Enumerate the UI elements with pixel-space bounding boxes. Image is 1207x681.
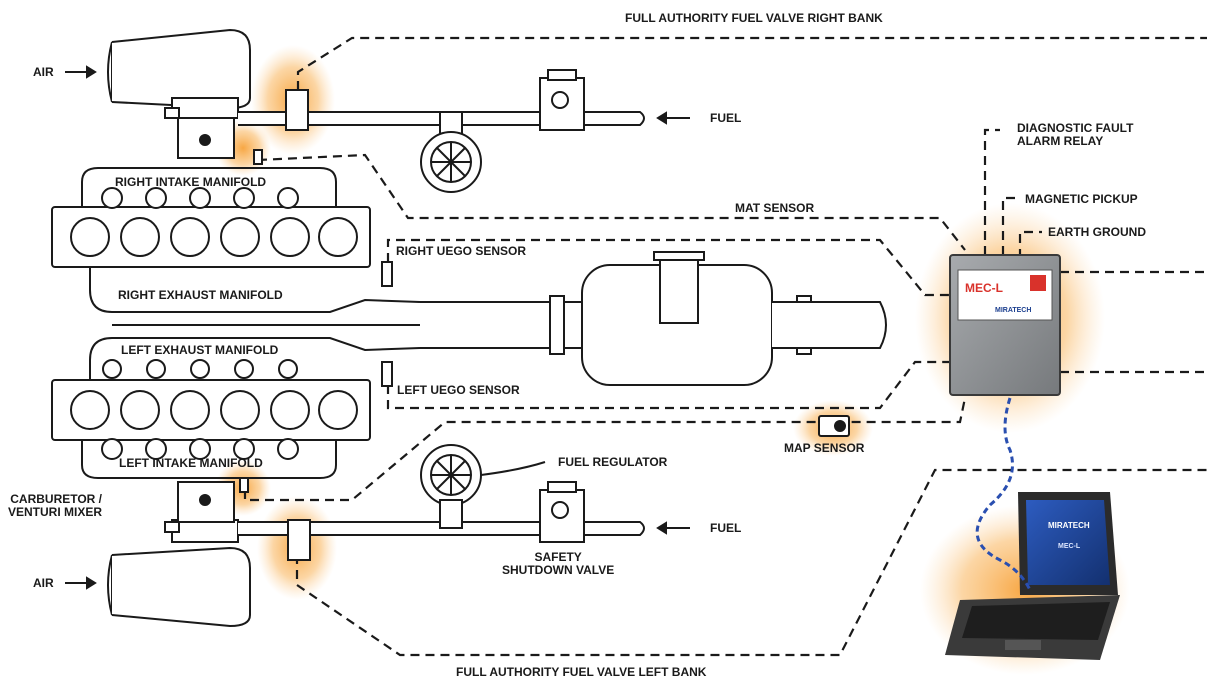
right-intake-manifold bbox=[81, 167, 337, 207]
label-carburetor-venturi-mixer: CARBURETOR / VENTURI MIXER bbox=[8, 492, 103, 519]
mat-sensor-wire bbox=[257, 153, 966, 251]
map-sensor-wire bbox=[243, 397, 967, 502]
sensors bbox=[239, 149, 850, 493]
label-right-uego-sensor: RIGHT UEGO SENSOR bbox=[396, 244, 527, 258]
left-uego-wire bbox=[386, 360, 950, 410]
laptop-model-label: MEC-L bbox=[1058, 543, 1081, 550]
label-fuel-regulator: FUEL REGULATOR bbox=[558, 455, 668, 469]
label-diagnostic-fault-alarm-relay: DIAGNOSTIC FAULT ALARM RELAY bbox=[1017, 121, 1134, 148]
earth-ground-wire bbox=[1018, 230, 1042, 258]
laptop-brand-label: MIRATECH bbox=[1048, 521, 1090, 530]
label-fuel-bottom: FUEL bbox=[710, 521, 742, 535]
magnetic-pickup-wire bbox=[1001, 196, 1020, 255]
engine-block bbox=[51, 167, 560, 479]
exhaust-pipe bbox=[420, 301, 560, 349]
label-air-top: AIR bbox=[33, 65, 54, 79]
controller-brand-label: MIRATECH bbox=[995, 307, 1031, 314]
right-uego-wire bbox=[386, 238, 950, 297]
label-safety-shutdown-valve: SAFETY SHUTDOWN VALVE bbox=[502, 550, 615, 577]
label-earth-ground: EARTH GROUND bbox=[1048, 225, 1146, 239]
label-air-bottom: AIR bbox=[33, 576, 54, 590]
label-mat-sensor: MAT SENSOR bbox=[735, 201, 815, 215]
fuel-valves bbox=[285, 69, 585, 561]
label-magnetic-pickup: MAGNETIC PICKUP bbox=[1025, 192, 1138, 206]
right-exhaust-manifold bbox=[89, 267, 421, 313]
serial-cable bbox=[975, 397, 1032, 591]
label-left-intake-manifold: LEFT INTAKE MANIFOLD bbox=[119, 456, 263, 470]
label-fuel-top: FUEL bbox=[710, 111, 742, 125]
label-fuel-valve-right-bank: FULL AUTHORITY FUEL VALVE RIGHT BANK bbox=[625, 11, 883, 25]
laptop: MIRATECH MEC-L bbox=[945, 492, 1120, 660]
label-left-exhaust-manifold: LEFT EXHAUST MANIFOLD bbox=[121, 343, 279, 357]
right-air-intake bbox=[107, 28, 645, 159]
label-fuel-valve-left-bank: FULL AUTHORITY FUEL VALVE LEFT BANK bbox=[456, 665, 707, 679]
diagnostic-relay-wire bbox=[983, 128, 1000, 255]
controller-model-label: MEC-L bbox=[965, 281, 1003, 295]
muffler bbox=[549, 251, 887, 386]
wiring-harness bbox=[243, 36, 1207, 657]
left-exhaust-manifold bbox=[89, 337, 421, 380]
mec-l-controller: MEC-L MIRATECH bbox=[949, 254, 1061, 396]
right-fuel-valve-wire bbox=[296, 36, 1207, 90]
label-map-sensor: MAP SENSOR bbox=[784, 441, 865, 455]
left-air-intake bbox=[107, 481, 645, 628]
label-left-uego-sensor: LEFT UEGO SENSOR bbox=[397, 383, 520, 397]
cylinders bbox=[70, 187, 358, 460]
flow-arrows bbox=[65, 65, 690, 590]
left-fuel-valve-wire bbox=[295, 468, 1207, 657]
label-right-exhaust-manifold: RIGHT EXHAUST MANIFOLD bbox=[118, 288, 283, 302]
fuel-regulators bbox=[420, 111, 546, 529]
label-right-intake-manifold: RIGHT INTAKE MANIFOLD bbox=[115, 175, 267, 189]
left-intake-manifold bbox=[81, 440, 337, 479]
